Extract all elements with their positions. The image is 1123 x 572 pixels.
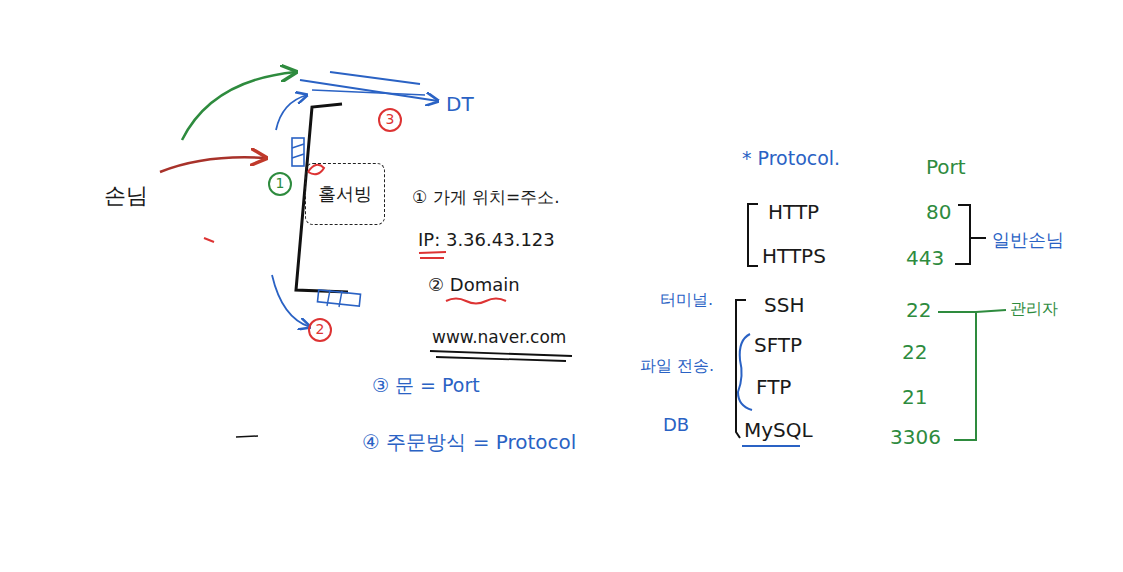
stray-mark bbox=[204, 238, 214, 242]
customer-arrow bbox=[160, 157, 266, 172]
port-number: 3306 bbox=[890, 425, 941, 449]
note-text: ④ 주문방식 = Protocol bbox=[362, 430, 576, 454]
note-text: ① 가게 위치=주소. bbox=[412, 187, 560, 207]
bracket bbox=[955, 205, 986, 264]
node-text: 3 bbox=[386, 112, 395, 127]
node-text: 2 bbox=[316, 322, 325, 337]
callout-number: 1 bbox=[268, 172, 292, 196]
underline bbox=[430, 351, 572, 361]
hall-area: 홀서빙 bbox=[305, 163, 385, 225]
port-number: 22 bbox=[902, 340, 927, 364]
drive-thru-line bbox=[330, 72, 420, 84]
drive-thru-line bbox=[312, 90, 425, 95]
door-symbol bbox=[317, 290, 360, 306]
group-label: 관리자 bbox=[1010, 299, 1058, 318]
label-text: DT bbox=[446, 92, 474, 116]
protocol-name: MySQL bbox=[744, 418, 813, 442]
category-label: 터미널. bbox=[660, 290, 713, 309]
door-arrow bbox=[272, 275, 310, 327]
bracket bbox=[738, 334, 752, 410]
callout-number: 3 bbox=[378, 108, 402, 132]
callout-number: 2 bbox=[308, 318, 332, 342]
node-text: 1 bbox=[276, 176, 285, 191]
protocol-name: SFTP bbox=[754, 333, 802, 357]
port-number: 22 bbox=[906, 298, 931, 322]
door-arrow bbox=[276, 95, 307, 130]
group-label: 일반손님 bbox=[992, 229, 1064, 251]
note-text: IP: 3.36.43.123 bbox=[418, 229, 555, 251]
underline bbox=[419, 252, 446, 258]
category-label: 파일 전송. bbox=[640, 356, 714, 375]
note-text: ② Domain bbox=[428, 274, 520, 296]
port-number: 443 bbox=[906, 246, 944, 270]
door-hatch bbox=[292, 144, 304, 158]
port-number: 80 bbox=[926, 200, 951, 224]
customer-arrow bbox=[182, 72, 296, 140]
table-header: * Protocol. bbox=[742, 147, 840, 170]
protocol-name: FTP bbox=[756, 375, 791, 399]
underline bbox=[742, 445, 800, 447]
entry-loop bbox=[308, 165, 324, 174]
category-label: DB bbox=[663, 414, 689, 436]
bracket bbox=[748, 204, 758, 266]
label-text: 손님 bbox=[104, 183, 148, 209]
table-header: Port bbox=[926, 155, 966, 179]
protocol-name: HTTP bbox=[768, 200, 819, 224]
node-text: 홀서빙 bbox=[318, 184, 372, 204]
underline bbox=[446, 299, 506, 304]
port-number: 21 bbox=[902, 385, 927, 409]
dash-mark bbox=[236, 436, 258, 437]
protocol-name: HTTPS bbox=[762, 244, 826, 268]
door-hatch bbox=[327, 290, 342, 307]
note-text: ③ 문 = Port bbox=[372, 374, 480, 397]
protocol-name: SSH bbox=[764, 293, 804, 317]
door-symbol bbox=[292, 138, 304, 166]
note-text: www.naver.com bbox=[432, 327, 566, 347]
bracket bbox=[938, 310, 1006, 440]
